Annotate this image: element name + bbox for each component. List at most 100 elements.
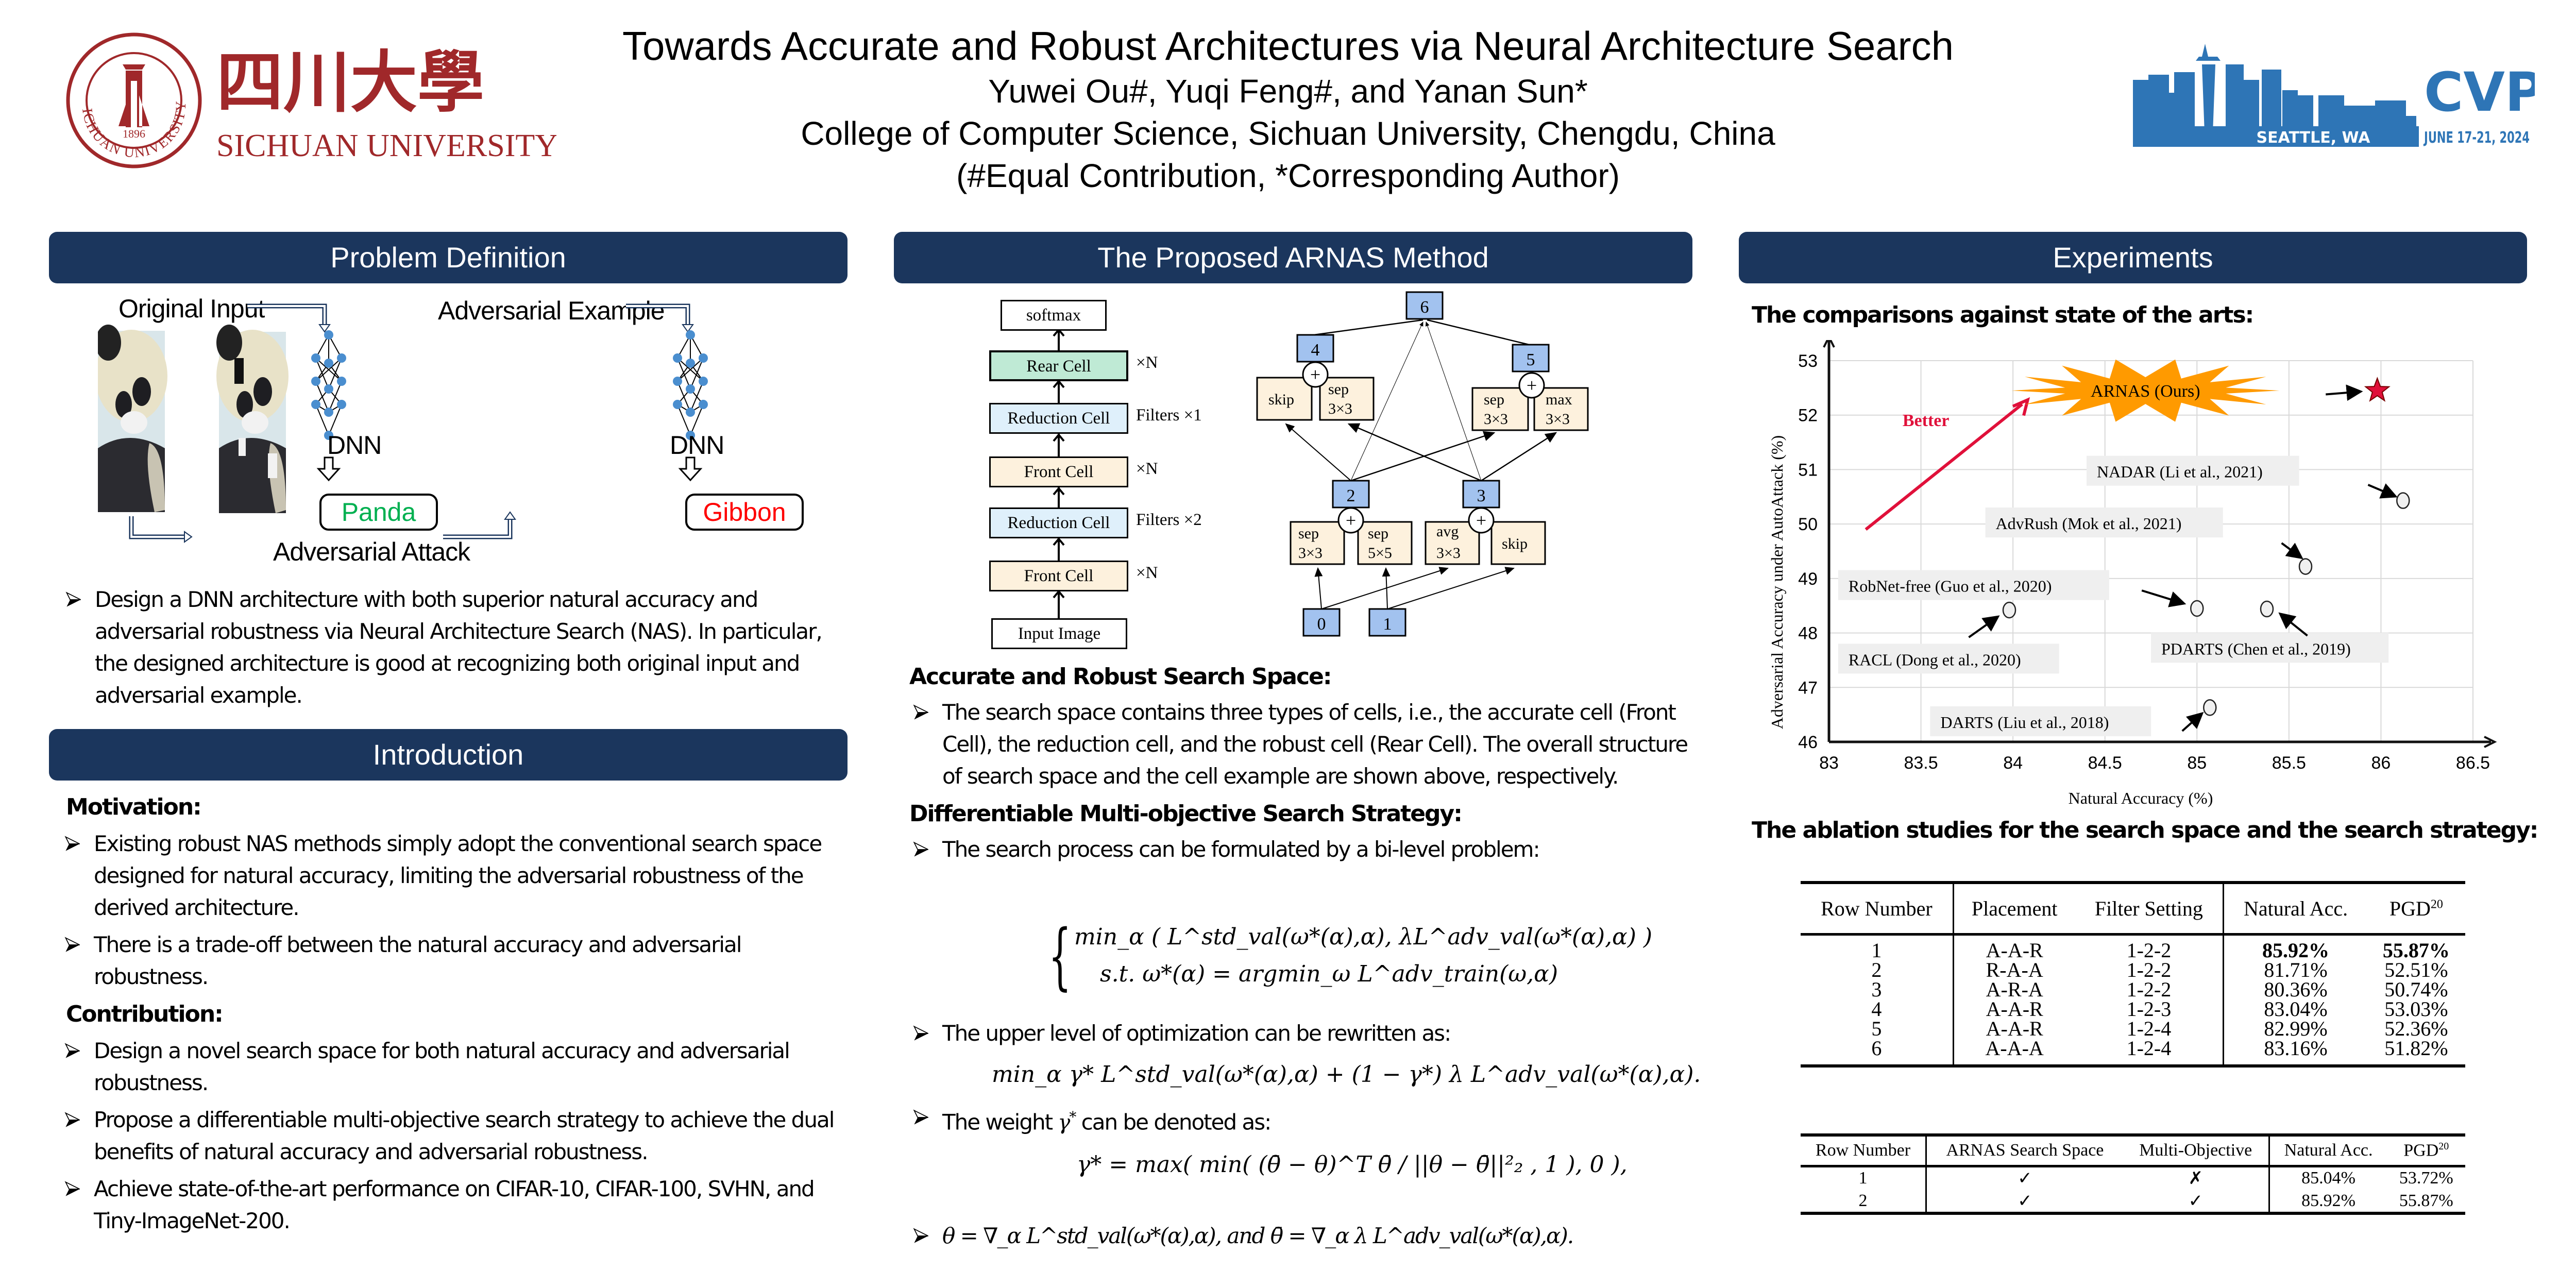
op-box [1357,521,1413,565]
arch-note: ×N [1136,353,1158,372]
point-label: RobNet-free (Guo et al., 2020) [1849,577,2052,596]
dnn-network-icon [311,330,346,440]
op-label: sep [1484,391,1504,408]
arch-note: Filters ×2 [1136,511,1202,529]
seattle-skyline-icon [2133,44,2419,147]
point-label: PDARTS (Chen et al., 2019) [2161,639,2351,658]
university-seal-icon: 1896 SICHUAN UNIVERSITY [62,28,202,168]
affiliation: College of Computer Science, Sichuan Uni… [801,115,1775,152]
table-cell: 4 [1801,998,1954,1019]
op-label: 3×3 [1436,545,1461,562]
author-note: (#Equal Contribution, *Corresponding Aut… [956,157,1620,194]
node-label: 1 [1383,615,1392,634]
op-box [1290,521,1345,565]
point-label-arrow [2281,542,2303,560]
arch-note: ×N [1136,460,1158,478]
data-point: DARTS (Liu et al., 2018) [1930,699,2217,736]
contribution-heading: Contribution: [66,1001,224,1027]
table-cell: 1 [1801,1166,1927,1190]
y-tick-label: 53 [1798,351,1818,371]
architecture-arrows [1053,328,1065,618]
op-label: sep [1368,525,1388,542]
upper-level-bullet: The upper level of optimization can be r… [909,1018,1692,1055]
x-tick-label: 83.5 [1904,753,1938,773]
data-point: RobNet-free (Guo et al., 2020) [1838,570,2204,617]
problem-figure-graphics [98,303,708,543]
table-cell: 1-2-4 [2075,1018,2225,1039]
col-header: Filter Setting [2075,883,2225,934]
op-label: sep [1328,381,1349,398]
col-header: Natural Acc. [2284,1141,2373,1160]
method-text: Accurate and Robust Search Space: The se… [909,660,1692,871]
node-label: 4 [1311,341,1320,360]
bullet-arrow-icon [913,841,928,857]
point-label-box [1838,643,2059,674]
bullet-text: The upper level of optimization can be r… [942,1021,1451,1046]
op-label: sep [1298,525,1319,542]
table-cell: 55.87% [2382,938,2450,962]
table-cell: A-R-A [1986,977,2043,1001]
banner-proposed-method: The Proposed ARNAS Method [894,232,1692,283]
table-cell: A-A-R [1986,938,2043,962]
table-cell: ✓ [2123,1190,2270,1213]
op-box [1256,377,1313,421]
x-tick-label: 85 [2187,753,2207,773]
ablation-table-search-space: Row Number Placement Filter Setting Natu… [1801,881,2465,1067]
plus-symbol: + [1476,510,1486,531]
dnn-network-icon [673,330,708,440]
poster-title: Towards Accurate and Robust Architecture… [622,23,1954,69]
star-marker-icon [2364,377,2391,402]
bullet-text: can be denoted as: [1075,1109,1272,1135]
table-cell: A-A-A [1985,1036,2044,1060]
x-tick-label: 86.5 [2456,753,2490,773]
table-cell: ✓ [2018,1191,2032,1211]
bullet-item: Design a DNN architecture with both supe… [62,584,845,711]
col-header: Row Number [1801,1135,1927,1166]
strategy-heading: Differentiable Multi-objective Search St… [909,801,1463,827]
arch-block-reduction-cell: Reduction Cell [989,403,1128,434]
op-label: skip [1268,391,1294,408]
op-label: 5×5 [1368,545,1392,562]
y-tick-label: 46 [1798,733,1818,752]
point-label-box [2151,633,2389,663]
strategy-list: The search process can be formulated by … [909,834,1692,866]
col-header: Multi-Objective [2123,1135,2270,1166]
y-tick-label: 50 [1798,515,1818,534]
arch-note: ×N [1136,564,1158,582]
table-cell: ✓ [2018,1169,2032,1189]
col-header: Placement [1971,896,2058,920]
point-label-arrow [1968,615,2000,638]
bullet-arrow-icon [64,836,80,851]
point-label: DARTS (Liu et al., 2018) [1940,713,2109,732]
bullet-item: The search space contains three types of… [909,697,1692,792]
sichuan-university-logo: 1896 SICHUAN UNIVERSITY 四川大學 SICHUAN UNI… [62,28,556,168]
x-axis-label: Natural Accuracy (%) [2069,789,2213,807]
add-operation-icon [1302,361,1545,534]
circle-marker [2396,492,2410,509]
banner-problem-definition: Problem Definition [49,232,848,283]
chart-annotations: Better [1865,397,2030,531]
x-tick-label: 85.5 [2272,753,2306,773]
better-label: Better [1903,411,1950,430]
cell-node [1302,608,1341,637]
point-label-box [1985,507,2223,538]
op-label: 3×3 [1484,411,1508,428]
table-cell: 53.03% [2384,997,2448,1021]
formula-line: min_α ( L^std_val(ω*(α),α), λL^adv_val(ω… [1074,924,1653,950]
point-label-arrow [2141,589,2187,607]
arch-block-rear-cell: Rear Cell [989,350,1128,381]
circle-marker [2203,699,2217,716]
bullet-arrow-icon [65,591,81,607]
overall-architecture-diagram: softmax Rear Cell ×N Reduction Cell Filt… [958,289,1247,670]
cvpr-name: CVPR [2424,61,2535,124]
contribution-list: Design a novel search space for both nat… [64,1035,849,1237]
table-cell: 2 [1801,1190,1927,1213]
banner-experiments: Experiments [1739,232,2527,283]
cvpr-dates: JUNE 17-21, 2024 [2424,129,2530,147]
col-header: ARNAS Search Space [1946,1141,2104,1160]
plus-symbol: + [1346,510,1356,531]
bullet-arrow-icon [64,1112,80,1127]
